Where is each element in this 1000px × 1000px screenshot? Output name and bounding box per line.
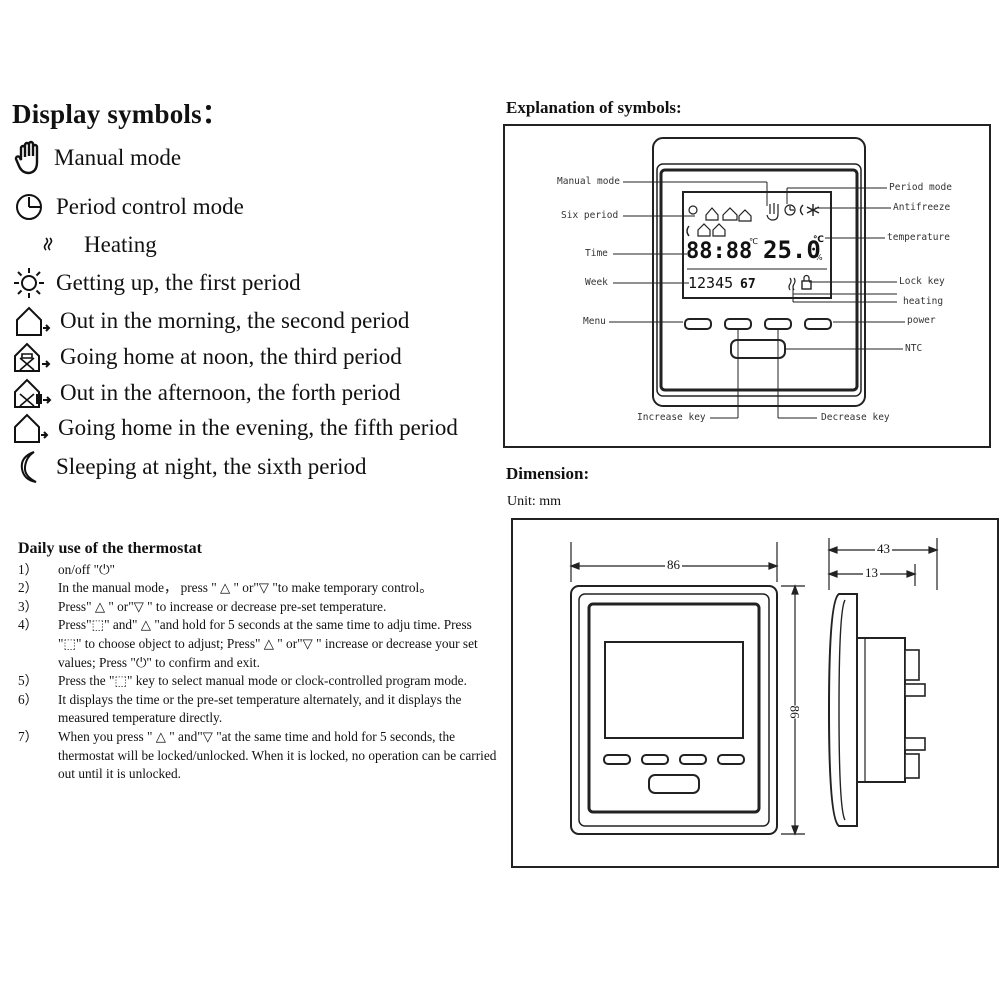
- list-item: 6）It displays the time or the pre-set te…: [18, 691, 462, 726]
- symbol-label: Heating: [84, 232, 157, 257]
- daily-use-section: Daily use of the thermostat 1）on/off "⏻"…: [18, 540, 498, 784]
- label-lock-key: Lock key: [899, 276, 945, 287]
- symbol-label: Manual mode: [54, 145, 182, 170]
- label-temperature: temperature: [887, 232, 950, 243]
- symbol-row-period: Period control mode: [14, 192, 244, 222]
- symbol-row-heating: Heating: [40, 230, 157, 260]
- dimension-width: 86: [665, 557, 682, 573]
- label-heating: heating: [903, 296, 944, 307]
- label-ntc: NTC: [905, 343, 923, 354]
- explanation-panel: 88:88 ℃ 25.0 ℃ % 12345 67: [503, 124, 991, 448]
- thermostat-dimension-diagram: [569, 538, 939, 836]
- symbol-row-home-noon: Going home at noon, the third period: [12, 340, 402, 374]
- list-item: 5）Press the "⬚" key to select manual mod…: [18, 673, 467, 689]
- symbol-row-getting-up: Getting up, the first period: [12, 266, 301, 300]
- symbol-row-manual: Manual mode: [14, 140, 181, 176]
- label-menu: Menu: [583, 316, 606, 327]
- label-time: Time: [585, 248, 608, 259]
- symbol-row-out-afternoon: Out in the afternoon, the forth period: [12, 376, 400, 410]
- list-item: 1）on/off "⏻": [18, 561, 115, 577]
- clock-icon: [16, 194, 42, 220]
- house-out-afternoon-icon: [14, 378, 52, 408]
- lcd-temp: 25.0: [763, 236, 821, 264]
- label-six-period: Six period: [561, 210, 619, 221]
- symbol-row-home-evening: Going home in the evening, the fifth per…: [12, 411, 458, 445]
- list-item: 3）Press" △ " or"▽ " to increase or decre…: [18, 598, 387, 614]
- symbol-label: Out in the afternoon, the forth period: [60, 380, 401, 405]
- label-antifreeze: Antifreeze: [893, 202, 951, 213]
- symbol-label: Going home in the evening, the fifth per…: [58, 415, 458, 440]
- hand-icon: [14, 140, 39, 175]
- symbol-row-out-morning: Out in the morning, the second period: [14, 304, 409, 338]
- symbol-row-sleeping: Sleeping at night, the sixth period: [14, 449, 366, 485]
- moon-icon: [20, 451, 37, 483]
- house-home-icon: [14, 342, 51, 372]
- dimension-depth-inner: 13: [863, 565, 880, 581]
- lcd-time: 88:88: [686, 239, 752, 264]
- dimension-panel: 86 86 43 13: [511, 518, 999, 868]
- label-power: power: [907, 315, 936, 326]
- lcd-percent: %: [815, 253, 823, 262]
- symbol-label: Sleeping at night, the sixth period: [56, 454, 367, 479]
- lcd-week-tail: 67: [740, 277, 756, 292]
- label-week: Week: [585, 277, 608, 288]
- symbol-label: Going home at noon, the third period: [60, 344, 402, 369]
- heating-icon: [43, 237, 53, 251]
- daily-use-title: Daily use of the thermostat: [18, 540, 202, 557]
- label-period-mode: Period mode: [889, 182, 952, 193]
- lcd-temp-unit: ℃: [813, 235, 824, 245]
- lcd-week: 12345: [688, 274, 733, 292]
- list-item: 7）When you press " △ " and"▽ "at the sam…: [18, 728, 497, 782]
- dimension-depth: 43: [875, 541, 892, 557]
- thermostat-front-diagram: 88:88 ℃ 25.0 ℃ % 12345 67: [609, 137, 905, 419]
- dimension-height: 86: [786, 705, 803, 719]
- house-out-icon: [16, 306, 51, 336]
- label-increase-key: Increase key: [637, 412, 706, 423]
- sun-icon: [14, 268, 44, 298]
- explanation-title: Explanation of symbols:: [506, 98, 682, 117]
- house-evening-icon: [14, 413, 49, 443]
- label-manual-mode: Manual mode: [557, 176, 620, 187]
- list-item: 2）In the manual mode， press " △ " or"▽ "…: [18, 580, 433, 596]
- dimension-unit: Unit: mm: [507, 494, 562, 509]
- symbol-label: Out in the morning, the second period: [60, 308, 410, 333]
- lcd-time-unit: ℃: [749, 237, 758, 246]
- dimension-title: Dimension:: [506, 464, 590, 483]
- list-item: 4）Press"⬚" and" △ "and hold for 5 second…: [18, 617, 478, 670]
- symbol-label: Getting up, the first period: [56, 270, 301, 295]
- symbol-label: Period control mode: [56, 194, 244, 219]
- label-decrease-key: Decrease key: [821, 412, 890, 423]
- display-symbols-title: Display symbols：: [12, 99, 229, 129]
